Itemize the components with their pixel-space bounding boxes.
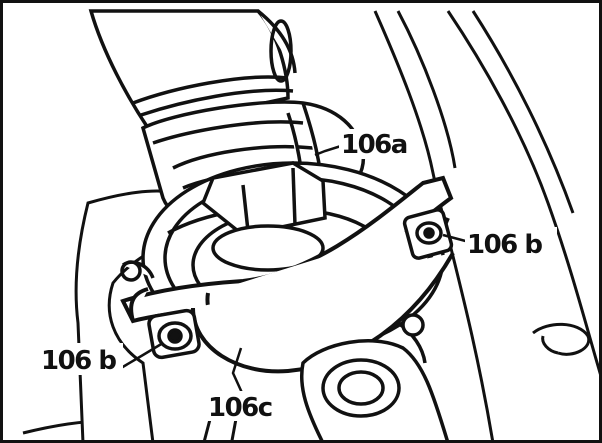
clamp-bolt-right (402, 208, 454, 260)
label-bg-106c (205, 391, 277, 421)
label-106c: 106c (208, 393, 272, 423)
mechanical-illustration: 106a 106 b 106 b 106c (22, 9, 599, 440)
label-106b-right: 106 b (467, 230, 542, 260)
shaft-nut (200, 161, 327, 272)
label-bg-106b-right (465, 227, 557, 257)
label-106a: 106a (341, 130, 407, 160)
label-106b-left: 106 b (41, 346, 116, 376)
label-bg-106b-left (39, 343, 123, 375)
clamp-strap (120, 175, 455, 374)
drive-shaft-lower (299, 313, 449, 440)
clamp-bolt-left (120, 260, 201, 360)
leader-106b-left (120, 341, 164, 370)
drive-shaft-upper (88, 9, 297, 130)
callout-labels: 106a 106 b 106 b 106c (39, 129, 557, 423)
label-bg-106a (339, 129, 411, 159)
leader-106c (231, 347, 245, 396)
leader-106a (314, 144, 342, 157)
